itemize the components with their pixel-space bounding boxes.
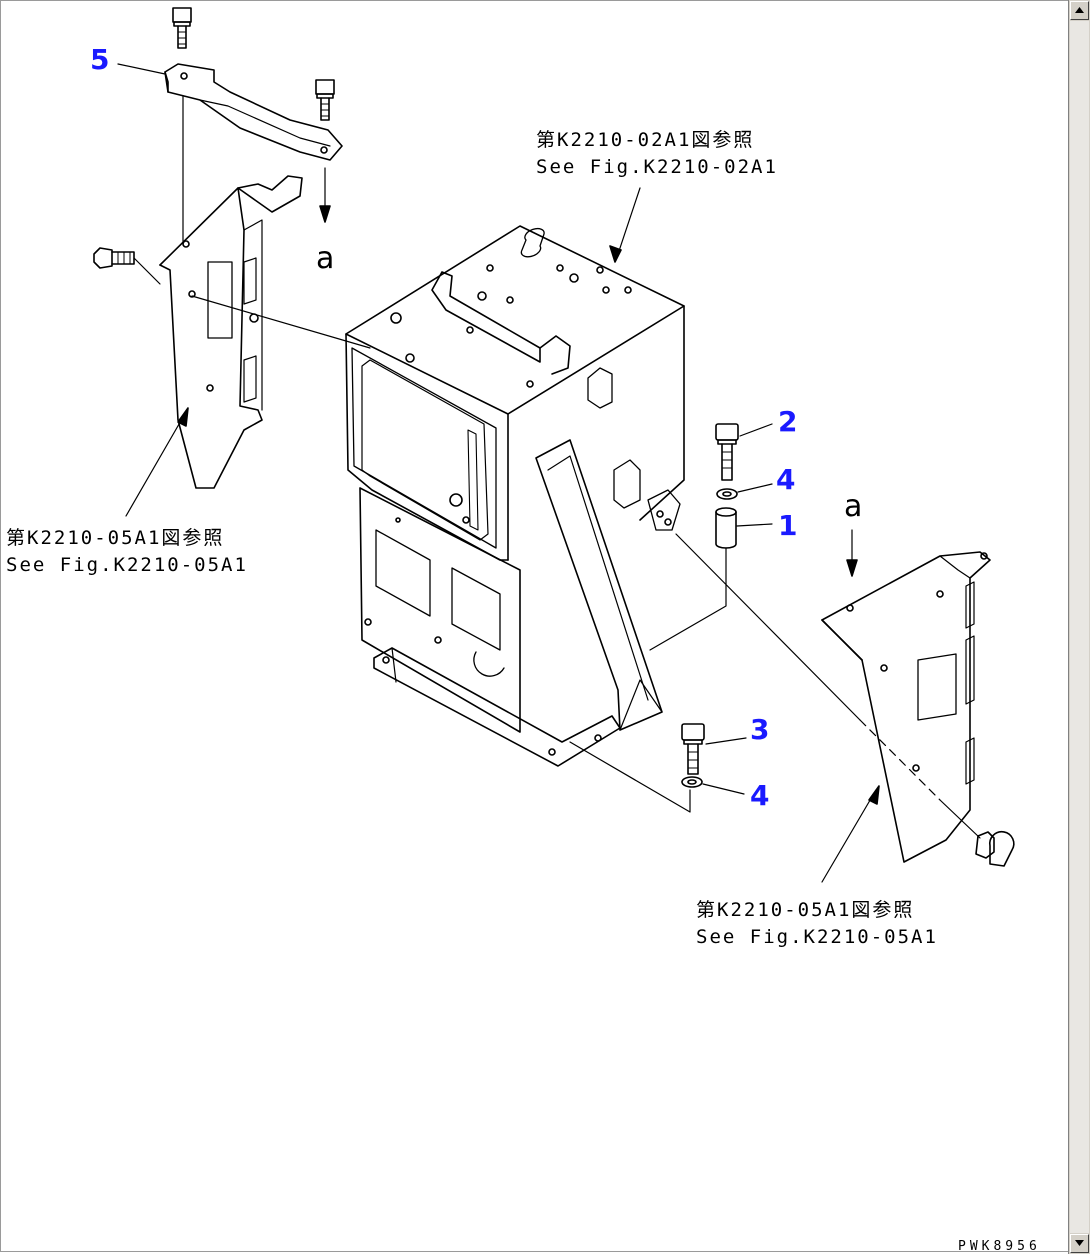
reference-top-en: See Fig.K2210-02A1 [536,156,778,178]
callout-4-lower[interactable]: 4 [750,779,770,812]
reference-bottom-right-en: See Fig.K2210-05A1 [696,926,938,948]
parts-diagram [93,7,1015,883]
callout-5[interactable]: 5 [90,43,110,76]
view-marker-a-left: a [316,241,335,276]
view-marker-a-right: a [844,489,863,524]
drawing-code: PWK8956 [958,1239,1041,1254]
drawing-frame [0,0,1068,1252]
scroll-track[interactable] [1070,21,1089,1233]
upper-bracket-part-5 [117,7,343,245]
bolt-washer-set-lower [569,723,747,813]
scroll-up-button[interactable] [1070,1,1089,20]
callout-4-upper[interactable]: 4 [776,463,796,496]
triangle-up-icon [1075,7,1084,13]
callout-3[interactable]: 3 [750,713,770,746]
bolt-spacer-set [649,423,773,651]
triangle-down-icon [1075,1240,1084,1246]
reference-left-en: See Fig.K2210-05A1 [6,554,248,576]
left-side-cover [93,175,371,517]
reference-bottom-right-jp: 第K2210-05A1図参照 [696,899,915,921]
callout-1[interactable]: 1 [778,509,798,542]
callout-2[interactable]: 2 [778,405,798,438]
vertical-scrollbar[interactable] [1068,0,1090,1254]
reference-top-jp: 第K2210-02A1図参照 [536,129,755,151]
reference-left-jp: 第K2210-05A1図参照 [6,527,225,549]
main-frame [345,187,685,767]
scroll-down-button[interactable] [1070,1234,1089,1253]
right-side-cover [675,529,1015,883]
